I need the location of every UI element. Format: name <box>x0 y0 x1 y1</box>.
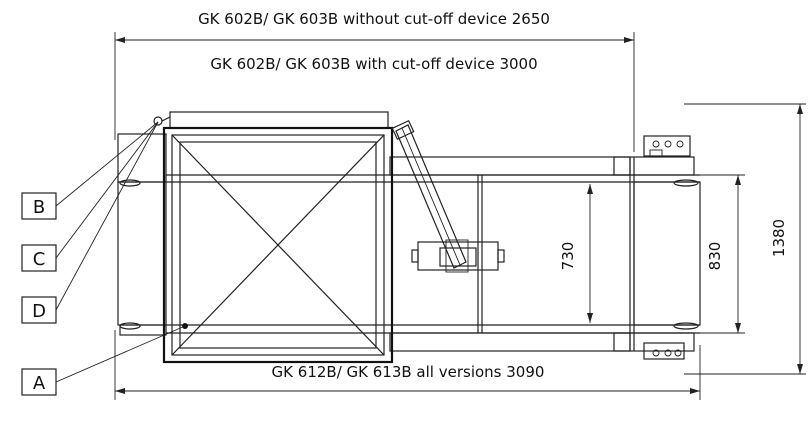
dim-all-versions: GK 612B/ GK 613B all versions 3090 <box>114 330 701 400</box>
dim-text-1380: 1380 <box>770 219 788 257</box>
dim-text-all-versions: GK 612B/ GK 613B all versions 3090 <box>272 363 545 381</box>
dim-text-830: 830 <box>706 242 724 271</box>
callout-b-label: B <box>33 197 45 218</box>
dim-text-with-cutoff: GK 602B/ GK 603B with cut-off device 300… <box>210 55 537 73</box>
conveyor-frame <box>117 111 701 360</box>
callout-d-label: D <box>32 301 46 322</box>
callout-c: C <box>21 244 57 272</box>
dim-without-cutoff: GK 602B/ GK 603B without cut-off device … <box>114 10 635 152</box>
dim-text-without-cutoff: GK 602B/ GK 603B without cut-off device … <box>198 10 550 28</box>
hopper-square <box>162 126 394 364</box>
dim-830: 830 <box>700 174 745 334</box>
pivot-point <box>153 116 171 126</box>
callout-a: A <box>21 368 57 396</box>
callout-d: D <box>21 296 57 324</box>
dim-with-cutoff: GK 602B/ GK 603B with cut-off device 300… <box>210 55 537 73</box>
cutoff-arm <box>391 119 505 273</box>
callout-leaders <box>55 121 186 383</box>
dim-text-730: 730 <box>559 242 577 271</box>
dim-730: 730 <box>559 184 593 323</box>
dim-1380: 1380 <box>684 103 806 375</box>
callout-c-label: C <box>33 249 46 270</box>
callout-a-label: A <box>33 373 46 394</box>
callout-b: B <box>21 192 57 220</box>
